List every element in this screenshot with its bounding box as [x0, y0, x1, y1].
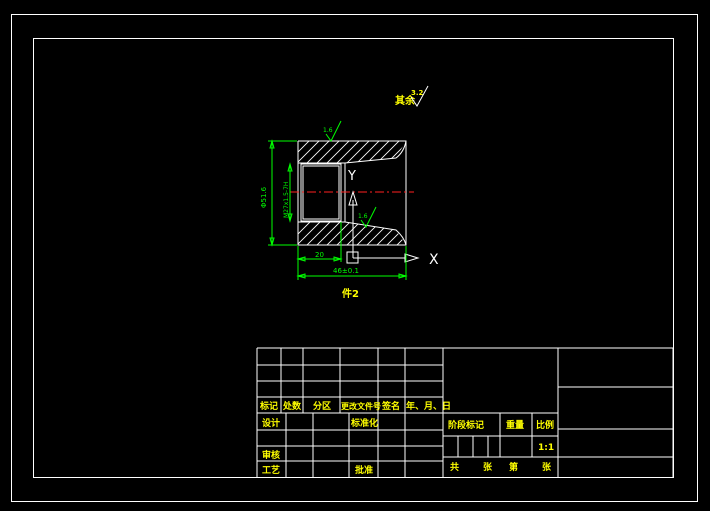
coordinate-axes: Y X: [346, 169, 439, 268]
svg-text:1.6: 1.6: [323, 127, 333, 134]
dim-thread-depth-text: 20: [315, 251, 324, 259]
sheet-no-1: 第: [509, 461, 518, 473]
roughness-top: 1.6: [323, 120, 342, 142]
standardization-label: 标准化: [350, 417, 378, 429]
sheet-no-2: 张: [542, 461, 552, 473]
approve-label: 批准: [355, 464, 373, 476]
rev-header-sign: 签名: [381, 400, 400, 412]
hatch-top: [298, 141, 406, 163]
dim-thread-text: M27x1.5-7H: [283, 182, 290, 218]
stage-mark-label: 阶段标记: [448, 419, 484, 431]
dim-length: 46±0.1: [296, 246, 408, 280]
rev-header-mark: 标记: [259, 400, 278, 412]
surface-finish-note: 其余 3.2: [395, 85, 429, 107]
axis-x-label: X: [429, 252, 439, 268]
rev-header-doc: 更改文件号: [341, 401, 381, 411]
process-label: 工艺: [262, 464, 280, 476]
inner-border: [33, 38, 674, 478]
axis-y-label: Y: [347, 169, 356, 184]
dim-thread-depth: 20: [296, 222, 343, 280]
dim-thread: M27x1.5-7H: [283, 162, 293, 223]
sheets-total-1: 共: [450, 461, 459, 473]
dim-outer-diameter-text: Φ51.6: [260, 186, 268, 208]
roughness-symbol: [410, 85, 429, 107]
outer-border: [11, 14, 698, 502]
scale-value: 1:1: [538, 443, 554, 453]
rev-header-zone: 分区: [313, 400, 331, 412]
hatch-bottom: [298, 222, 406, 245]
roughness-bore: 1.6: [358, 206, 377, 228]
sheets-total-2: 张: [483, 461, 493, 473]
part-section: [290, 140, 414, 246]
weight-label: 重量: [506, 419, 524, 431]
surface-note-value: 3.2: [411, 89, 424, 97]
rev-header-date: 年、月、日: [406, 400, 451, 412]
review-label: 审核: [262, 449, 280, 461]
dim-outer-diameter: Φ51.6: [260, 139, 297, 247]
scale-label: 比例: [536, 419, 554, 431]
design-label: 设计: [262, 417, 280, 429]
rev-header-count: 处数: [282, 400, 302, 412]
dim-length-text: 46±0.1: [333, 267, 359, 275]
part-label: 件2: [342, 287, 359, 300]
title-block: 标记 处数 分区 更改文件号 签名 年、月、日 设计 标准化 审核 工艺 批准 …: [256, 347, 674, 477]
svg-text:1.6: 1.6: [358, 213, 368, 220]
